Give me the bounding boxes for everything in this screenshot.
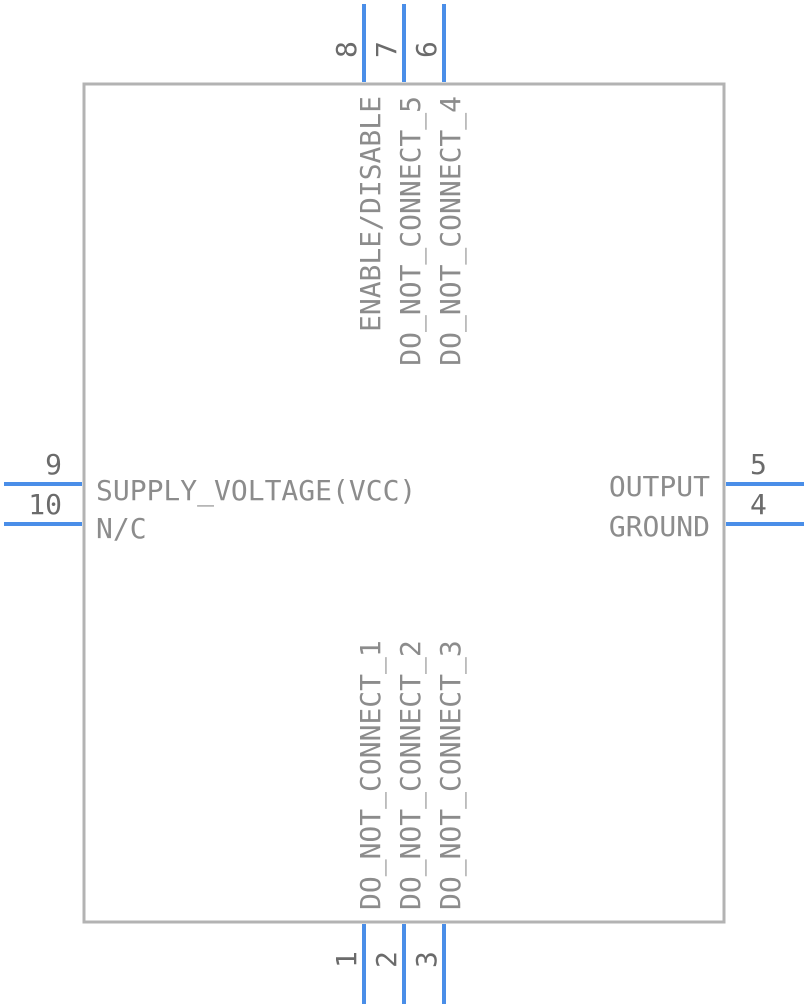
- pin-4-number: 4: [750, 488, 767, 521]
- component-body: [82, 82, 726, 924]
- pin-1-name: DO_NOT_CONNECT_1: [354, 640, 388, 910]
- pin-8-number: 8: [330, 41, 363, 58]
- pin-4-name: GROUND: [609, 510, 710, 543]
- pin-7-number: 7: [370, 41, 403, 58]
- pin-1-number: 1: [330, 951, 363, 968]
- pin-8-name: ENABLE/DISABLE: [354, 96, 387, 332]
- pin-5-number: 5: [750, 448, 767, 481]
- pin-2-name: DO_NOT_CONNECT_2: [394, 640, 428, 910]
- pin-9-number: 9: [45, 448, 62, 481]
- pin-9-name: SUPPLY_VOLTAGE(VCC): [96, 474, 416, 508]
- pin-10-number: 10: [28, 488, 62, 521]
- pin-2-number: 2: [370, 951, 403, 968]
- pin-6-name: DO_NOT_CONNECT_4: [434, 96, 468, 366]
- pin-10-name: N/C: [96, 512, 147, 545]
- pin-5-name: OUTPUT: [609, 470, 710, 503]
- pin-6-number: 6: [410, 41, 443, 58]
- pin-7-name: DO_NOT_CONNECT_5: [394, 96, 428, 366]
- pin-3-name: DO_NOT_CONNECT_3: [434, 640, 468, 910]
- pin-3-number: 3: [410, 951, 443, 968]
